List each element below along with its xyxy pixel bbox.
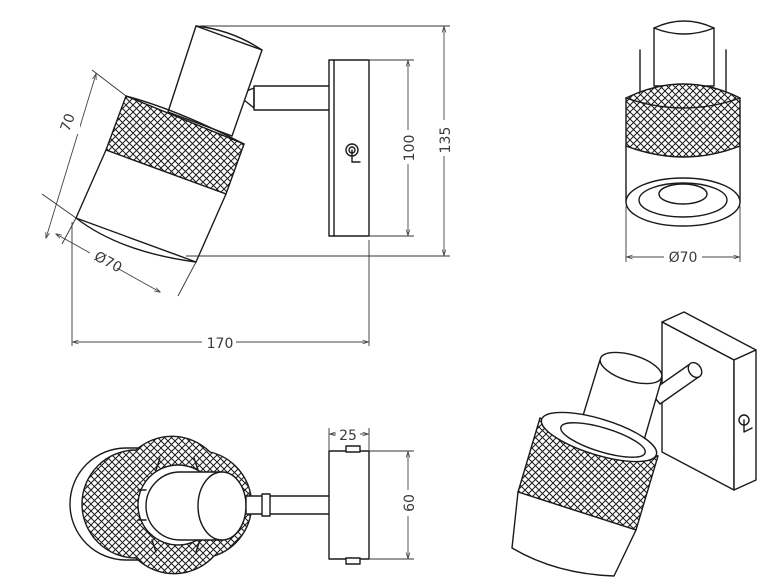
front-view xyxy=(625,20,741,227)
dim-60: 60 xyxy=(369,450,418,560)
front-view-knurled-band xyxy=(625,83,741,158)
dim-70-slanted: 70 xyxy=(41,69,127,238)
dim-25-label: 25 xyxy=(339,428,357,444)
dim-60-label: 60 xyxy=(402,494,418,512)
dim-170-label: 170 xyxy=(207,336,234,352)
side-view-arm xyxy=(253,85,331,111)
dim-70-slanted-label: 70 xyxy=(58,112,79,134)
dim-diameter-70-front-label: Ø70 xyxy=(669,250,698,266)
side-view-upper-cylinder xyxy=(167,25,263,137)
side-view-screw xyxy=(345,143,361,163)
isometric-view xyxy=(511,311,757,577)
dim-diameter-70-front: Ø70 xyxy=(625,206,741,266)
top-view-wall-plate xyxy=(328,450,370,560)
iso-shade xyxy=(511,491,637,577)
top-view xyxy=(69,435,370,575)
top-view-arm xyxy=(245,495,331,515)
dim-25: 25 xyxy=(328,424,370,451)
dim-100: 100 xyxy=(369,59,418,237)
dim-135-label: 135 xyxy=(438,127,454,154)
dim-100-label: 100 xyxy=(402,135,418,162)
dim-170: 170 xyxy=(71,222,370,352)
dim-135: 135 xyxy=(186,25,454,257)
front-view-upper-cylinder xyxy=(653,20,715,87)
iso-screw xyxy=(738,414,753,433)
side-view xyxy=(75,25,370,263)
